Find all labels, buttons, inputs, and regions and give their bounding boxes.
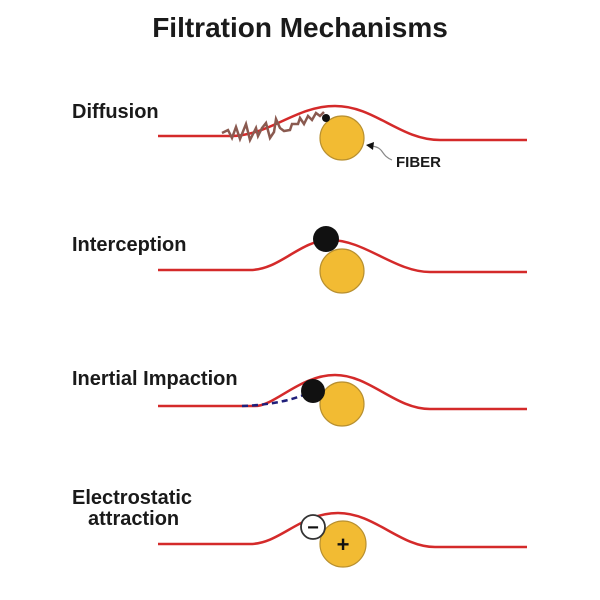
label-inertial-impaction: Inertial Impaction [72, 368, 238, 390]
label-diffusion: Diffusion [72, 101, 159, 123]
brownian-motion-path [221, 111, 325, 144]
fiber-pointer-arrow [371, 145, 393, 161]
particle [313, 226, 339, 252]
fiber [319, 520, 367, 568]
particle [322, 114, 330, 122]
arrowhead-icon [366, 142, 374, 150]
particle [301, 379, 325, 403]
label-interception: Interception [72, 234, 187, 256]
label-attraction: attraction [88, 508, 180, 530]
diffusion-panel: FIBER [158, 104, 527, 171]
interception-panel [158, 226, 527, 294]
inertial-impaction-panel [158, 373, 527, 427]
positive-charge-icon: + [337, 532, 350, 557]
fiber [319, 248, 365, 294]
charged-particle [300, 514, 326, 540]
negative-charge-icon: − [307, 517, 319, 539]
fiber-label: FIBER [396, 154, 441, 171]
electrostatic-panel: + − [158, 511, 527, 568]
fiber [319, 381, 365, 427]
streamline [158, 104, 527, 142]
streamline [158, 511, 527, 549]
label-electrostatic: Electrostatic [72, 487, 193, 509]
streamline [158, 373, 527, 411]
fiber [319, 115, 365, 161]
diagram-title: Filtration Mechanisms [152, 12, 448, 43]
